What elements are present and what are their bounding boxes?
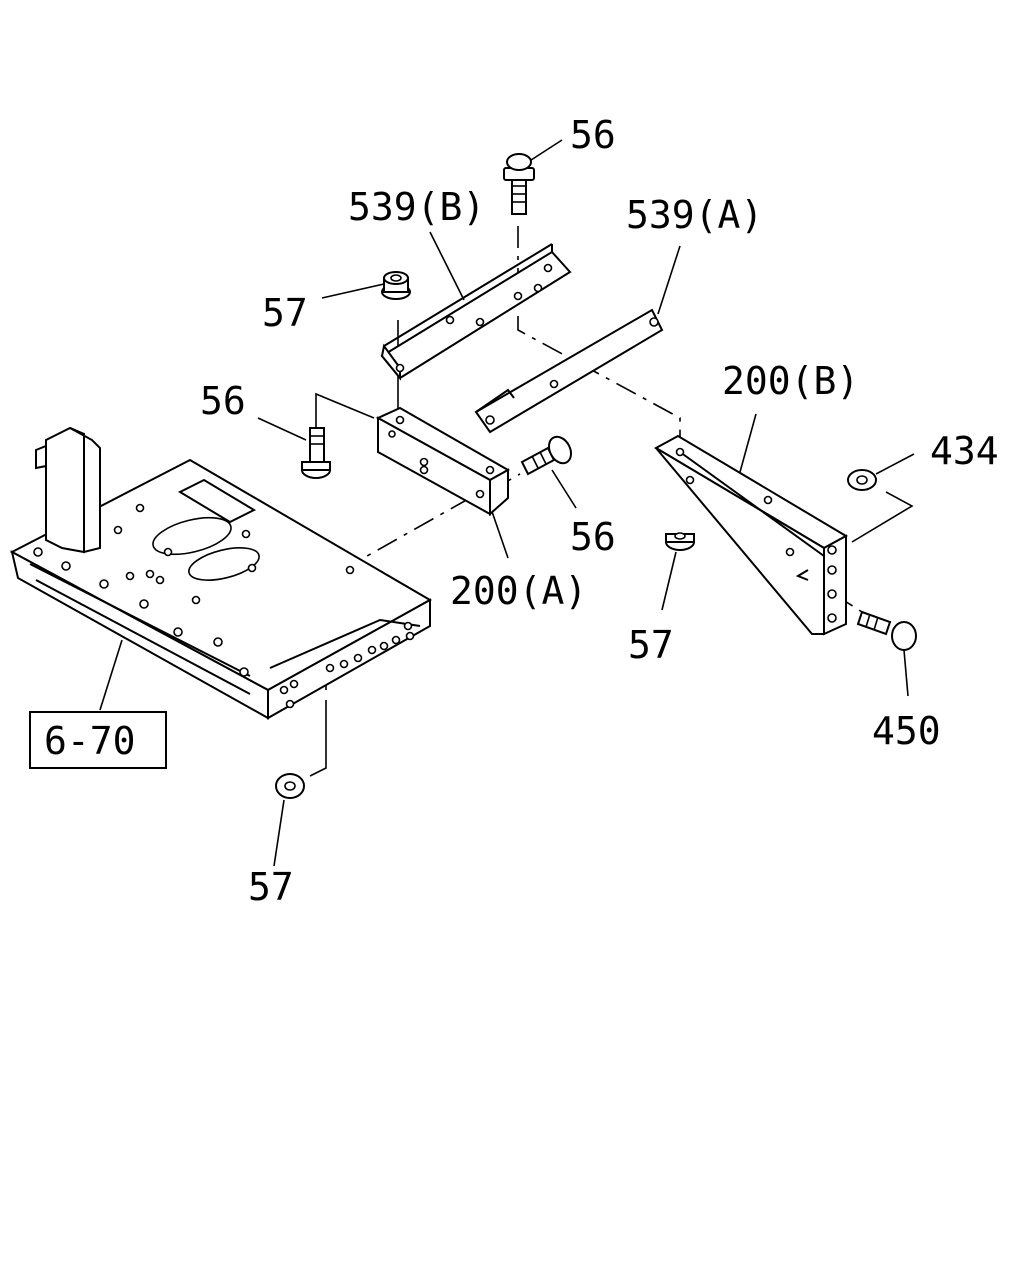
bracket-539a[interactable] [474, 308, 664, 434]
callout-200a: 200(A) [450, 569, 587, 613]
callout-57-mid: 57 [628, 623, 674, 667]
nut-434[interactable] [847, 469, 877, 491]
callout-57-bottom: 57 [248, 865, 294, 909]
bolt-450[interactable] [856, 610, 917, 651]
reference-box-6-70[interactable]: 6-70 [29, 711, 167, 769]
bolt-56-top[interactable] [503, 153, 535, 215]
callout-56-left: 56 [200, 379, 246, 423]
bracket-200b[interactable] [653, 434, 849, 636]
frame-assembly[interactable] [9, 426, 433, 720]
bolt-56-mid[interactable] [520, 433, 575, 476]
nut-57-bottom[interactable] [275, 773, 305, 799]
bracket-200a[interactable] [375, 406, 511, 517]
callout-434: 434 [930, 429, 999, 473]
reference-label: 6-70 [44, 719, 136, 763]
callout-539b: 539(B) [348, 185, 485, 229]
callout-56-mid: 56 [570, 515, 616, 559]
callout-57-top: 57 [262, 291, 308, 335]
nut-57-top[interactable] [381, 271, 411, 300]
callout-200b: 200(B) [722, 359, 859, 403]
callout-539a: 539(A) [626, 193, 763, 237]
nut-57-mid[interactable] [665, 532, 695, 551]
bracket-539b[interactable] [380, 243, 572, 381]
callout-450: 450 [872, 709, 941, 753]
callout-56-top: 56 [570, 113, 616, 157]
bolt-56-left[interactable] [301, 427, 331, 479]
